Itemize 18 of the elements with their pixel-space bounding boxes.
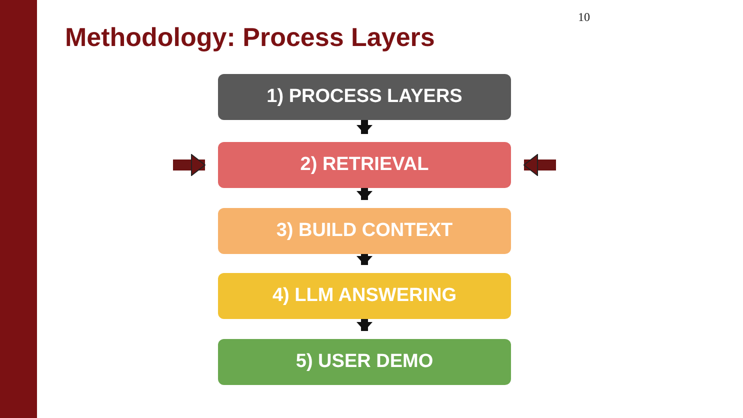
step-label: 5) USER DEMO <box>296 351 434 373</box>
arrow <box>356 120 372 134</box>
step-label: 4) LLM ANSWERING <box>272 285 456 307</box>
step-label: 2) RETRIEVAL <box>300 154 429 176</box>
process-box <box>218 339 511 385</box>
step-label: 1) PROCESS LAYERS <box>266 86 462 108</box>
slide-title: Methodology: Process Layers <box>65 22 435 53</box>
arrow <box>356 319 372 331</box>
arrow <box>356 188 372 200</box>
arrow <box>356 254 372 265</box>
page-number: 10 <box>578 10 590 25</box>
process-box <box>218 273 511 319</box>
arrow <box>524 154 556 176</box>
process-box <box>218 208 511 254</box>
arrow <box>173 154 206 176</box>
process-box <box>218 74 511 120</box>
step-label: 3) BUILD CONTEXT <box>276 220 453 242</box>
process-box <box>218 142 511 188</box>
